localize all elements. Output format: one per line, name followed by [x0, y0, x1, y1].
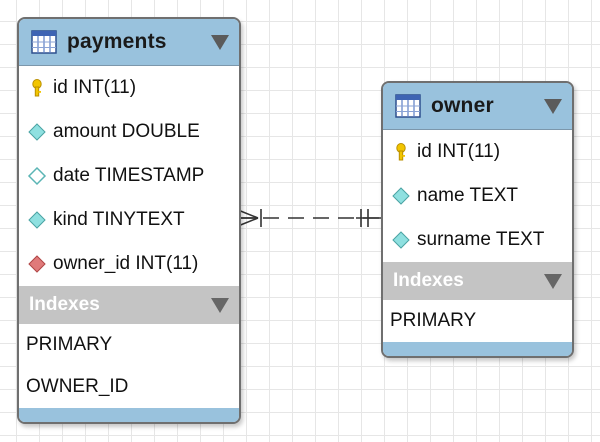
indexes-header[interactable]: Indexes — [383, 262, 572, 300]
column-row[interactable]: name TEXT — [383, 174, 572, 218]
index-name: OWNER_ID — [26, 376, 129, 397]
indexes-header[interactable]: Indexes — [19, 286, 239, 324]
table-icon — [31, 30, 57, 54]
column-name: id INT(11) — [417, 141, 501, 162]
index-row[interactable]: PRIMARY — [19, 324, 239, 366]
column-name: kind TINYTEXT — [53, 209, 185, 230]
column-icon — [392, 187, 410, 205]
collapse-arrow-icon[interactable] — [544, 273, 562, 289]
indexes-label: Indexes — [29, 294, 100, 315]
column-name: date TIMESTAMP — [53, 165, 205, 186]
crows-foot-many-marker — [237, 209, 262, 227]
table-name: payments — [67, 30, 167, 53]
collapse-arrow-icon[interactable] — [211, 34, 229, 50]
table-footer — [383, 342, 572, 356]
table-icon — [395, 94, 421, 118]
table-name: owner — [431, 94, 494, 117]
primary-key-icon — [396, 143, 406, 161]
column-row[interactable]: owner_id INT(11) — [19, 242, 239, 286]
column-icon — [28, 123, 46, 141]
column-name: surname TEXT — [417, 229, 545, 250]
column-row[interactable]: date TIMESTAMP — [19, 154, 239, 198]
column-name: id INT(11) — [53, 77, 137, 98]
payments-table[interactable]: payments id INT(11) amount DOUBLE date T… — [17, 17, 241, 424]
indexes-label: Indexes — [393, 270, 464, 291]
nullable-column-icon — [27, 166, 47, 186]
collapse-arrow-icon[interactable] — [211, 297, 229, 313]
column-row[interactable]: id INT(11) — [383, 130, 572, 174]
column-row[interactable]: kind TINYTEXT — [19, 198, 239, 242]
column-row[interactable]: surname TEXT — [383, 218, 572, 262]
primary-key-icon — [32, 79, 42, 97]
table-footer — [19, 408, 239, 422]
column-icon — [392, 231, 410, 249]
column-name: name TEXT — [417, 185, 519, 206]
index-name: PRIMARY — [390, 310, 477, 331]
owner-table[interactable]: owner id INT(11) name TEXT surname TEXT … — [381, 81, 574, 358]
column-row[interactable]: amount DOUBLE — [19, 110, 239, 154]
foreign-key-icon — [28, 255, 46, 273]
one-and-only-one-marker — [356, 209, 384, 227]
collapse-arrow-icon[interactable] — [544, 98, 562, 114]
index-row[interactable]: PRIMARY — [383, 300, 572, 342]
table-header[interactable]: payments — [19, 19, 239, 66]
column-row[interactable]: id INT(11) — [19, 66, 239, 110]
column-name: owner_id INT(11) — [53, 253, 199, 274]
index-name: PRIMARY — [26, 334, 113, 355]
table-header[interactable]: owner — [383, 83, 572, 130]
column-name: amount DOUBLE — [53, 121, 200, 142]
index-row[interactable]: OWNER_ID — [19, 366, 239, 408]
column-icon — [28, 211, 46, 229]
